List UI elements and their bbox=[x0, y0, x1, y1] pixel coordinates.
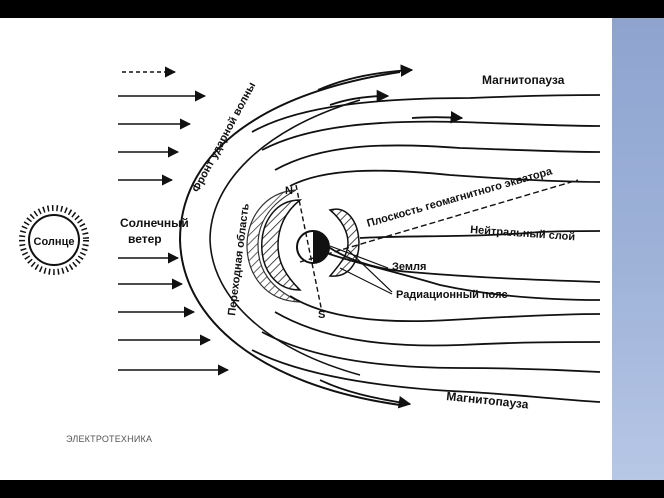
sun-symbol bbox=[19, 205, 89, 275]
side-decoration-strip bbox=[612, 18, 664, 480]
earth-label: Земля bbox=[392, 261, 426, 273]
solar-wind-arrows bbox=[118, 66, 230, 376]
radiation-belt-left bbox=[261, 199, 303, 291]
sun-label: Солнце bbox=[34, 236, 75, 248]
label-pointers bbox=[329, 245, 393, 295]
geomagnetic-equator-line bbox=[299, 179, 579, 263]
magnetopause-arrows bbox=[317, 64, 464, 409]
transition-boundary-curve bbox=[209, 99, 361, 376]
south-label: S bbox=[318, 309, 325, 321]
radiation-belt-label: Радиационный пояс bbox=[396, 289, 508, 301]
solar-wind-label-line1: Солнечный bbox=[120, 216, 189, 230]
radiation-belt-right bbox=[328, 208, 360, 277]
north-label: N bbox=[285, 185, 293, 197]
magnetic-axis bbox=[295, 184, 323, 313]
neutral-layer-label: Нейтральный слой bbox=[470, 224, 576, 243]
radiation-belts bbox=[246, 189, 360, 303]
magnetopause-bottom-label: Магнитопауза bbox=[446, 389, 530, 412]
shock-front-label: Фронт ударной волны bbox=[190, 80, 258, 194]
radiation-belt-outer bbox=[246, 189, 301, 303]
solar-wind-label-line2: ветер bbox=[128, 232, 162, 246]
shock-front-curve bbox=[178, 71, 401, 406]
earth-symbol bbox=[296, 230, 330, 264]
magnetopause-top-label: Магнитопауза bbox=[482, 73, 565, 87]
footer-caption: ЭЛЕКТРОТЕХНИКА bbox=[66, 434, 153, 444]
